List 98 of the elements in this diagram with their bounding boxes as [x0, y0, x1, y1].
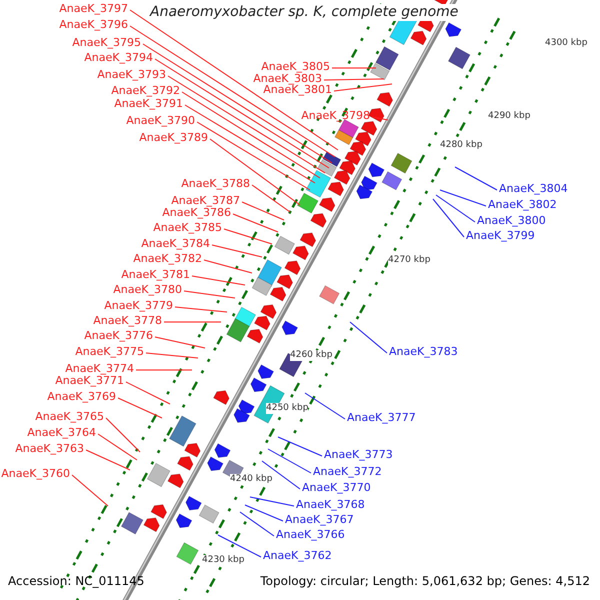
- leader-line: [154, 58, 330, 168]
- gene-label: AnaeK_3805: [261, 60, 330, 74]
- gene-label: AnaeK_3766: [276, 528, 345, 542]
- leader-line: [168, 76, 326, 174]
- scale-label: 4290 kbp: [488, 111, 530, 122]
- gene-label: AnaeK_3780: [113, 283, 182, 297]
- footer-text: Accession: NC_011145: [8, 574, 144, 588]
- gene-label: AnaeK_3792: [111, 84, 180, 98]
- gene-label: AnaeK_3767: [285, 513, 354, 527]
- scale-label: 4270 kbp: [388, 255, 430, 266]
- leader-line: [130, 26, 336, 158]
- leader-line: [118, 398, 162, 418]
- gene-label: AnaeK_3779: [104, 299, 173, 313]
- gene-label: AnaeK_3799: [466, 229, 535, 243]
- gene-label: AnaeK_3777: [347, 411, 416, 425]
- scale-label: 4260 kbp: [290, 350, 332, 361]
- leader-line: [210, 138, 300, 206]
- gene-label: AnaeK_3801: [263, 83, 332, 97]
- leader-line: [436, 194, 476, 222]
- leader-line: [240, 512, 274, 536]
- leader-line: [218, 534, 262, 558]
- gene-label: AnaeK_3802: [488, 198, 557, 212]
- gene-label: AnaeK_3797: [59, 2, 128, 16]
- gene-label: AnaeK_3798: [301, 109, 370, 123]
- leader-line: [262, 460, 300, 490]
- gene-label: AnaeK_3787: [171, 194, 240, 208]
- gene-label: AnaeK_3791: [114, 97, 183, 111]
- gene-label: AnaeK_3762: [263, 549, 332, 563]
- gene-label: AnaeK_3763: [15, 442, 84, 456]
- leader-line: [86, 450, 130, 470]
- gene-label: AnaeK_3778: [93, 314, 162, 328]
- leader-line: [278, 436, 322, 456]
- leader-line: [250, 496, 294, 506]
- leader-line: [454, 166, 498, 190]
- leader-line: [182, 92, 320, 178]
- footer-text: Topology: circular; Length: 5,061,632 bp; Genes: 4,512: [260, 574, 590, 588]
- leader-line: [130, 10, 338, 150]
- gene-label: AnaeK_3784: [141, 237, 210, 251]
- gene-label: AnaeK_3775: [75, 345, 144, 359]
- gene-label: AnaeK_3786: [162, 206, 231, 220]
- leader-line: [232, 214, 278, 232]
- gene-label: AnaeK_3795: [72, 36, 141, 50]
- gene-label: AnaeK_3789: [139, 131, 208, 145]
- gene-label: AnaeK_3765: [35, 410, 104, 424]
- leader-line: [142, 44, 332, 164]
- scale-label: 4230 kbp: [202, 555, 244, 566]
- gene-label: AnaeK_3803: [253, 72, 322, 86]
- leader-line: [212, 244, 262, 258]
- leader-line: [184, 290, 236, 298]
- scale-label: 4240 kbp: [230, 474, 272, 485]
- gene-label: AnaeK_3768: [296, 498, 365, 512]
- leader-line: [154, 336, 206, 348]
- gene-label: AnaeK_3776: [84, 329, 153, 343]
- gene-label: AnaeK_3781: [121, 268, 190, 282]
- leader-line: [252, 184, 290, 212]
- gene-label: AnaeK_3794: [84, 51, 153, 65]
- leader-line: [268, 448, 312, 474]
- gene-label: AnaeK_3774: [65, 362, 134, 376]
- scale-label: 4300 kbp: [545, 38, 588, 49]
- leader-line: [244, 504, 284, 522]
- leader-line: [224, 228, 272, 244]
- leader-line: [192, 276, 246, 286]
- leader-line: [98, 434, 138, 460]
- gene-label: AnaeK_3770: [302, 481, 371, 495]
- gene-label: AnaeK_3764: [27, 426, 96, 440]
- leader-line: [196, 122, 310, 190]
- leader-line: [106, 418, 140, 452]
- gene-label: AnaeK_3793: [97, 68, 166, 82]
- leader-line: [72, 474, 108, 506]
- leader-line: [184, 104, 316, 184]
- leader-line: [174, 306, 228, 312]
- gene-label: AnaeK_3782: [133, 252, 202, 266]
- leader-line: [440, 190, 486, 206]
- gene-label: AnaeK_3783: [389, 345, 458, 359]
- leader-line: [204, 260, 252, 274]
- gene-label: AnaeK_3769: [47, 390, 116, 404]
- gene-label: AnaeK_3771: [55, 374, 124, 388]
- leader-line: [146, 352, 198, 358]
- gene-label: AnaeK_3772: [313, 465, 382, 479]
- gene-label: AnaeK_3804: [499, 182, 568, 196]
- scale-label: 4280 kbp: [440, 140, 482, 151]
- leader-line: [304, 392, 346, 420]
- gene-label: AnaeK_3760: [1, 467, 70, 481]
- leader-line: [372, 116, 388, 120]
- leader-line: [242, 202, 284, 220]
- leader-line: [350, 322, 388, 354]
- leader-line: [126, 382, 170, 404]
- gene-label: AnaeK_3788: [181, 177, 250, 191]
- gene-label: AnaeK_3800: [477, 214, 546, 228]
- gene-label: AnaeK_3796: [59, 18, 128, 32]
- scale-label: 4250 kbp: [266, 403, 308, 414]
- gene-label: AnaeK_3790: [126, 114, 195, 128]
- gene-label: AnaeK_3773: [324, 448, 393, 462]
- leader-line: [432, 198, 464, 238]
- gene-label: AnaeK_3785: [153, 221, 222, 235]
- title: Anaeromyxobacter sp. K, complete genome: [150, 4, 458, 21]
- leader-line: [324, 78, 384, 80]
- leader-line: [334, 84, 392, 92]
